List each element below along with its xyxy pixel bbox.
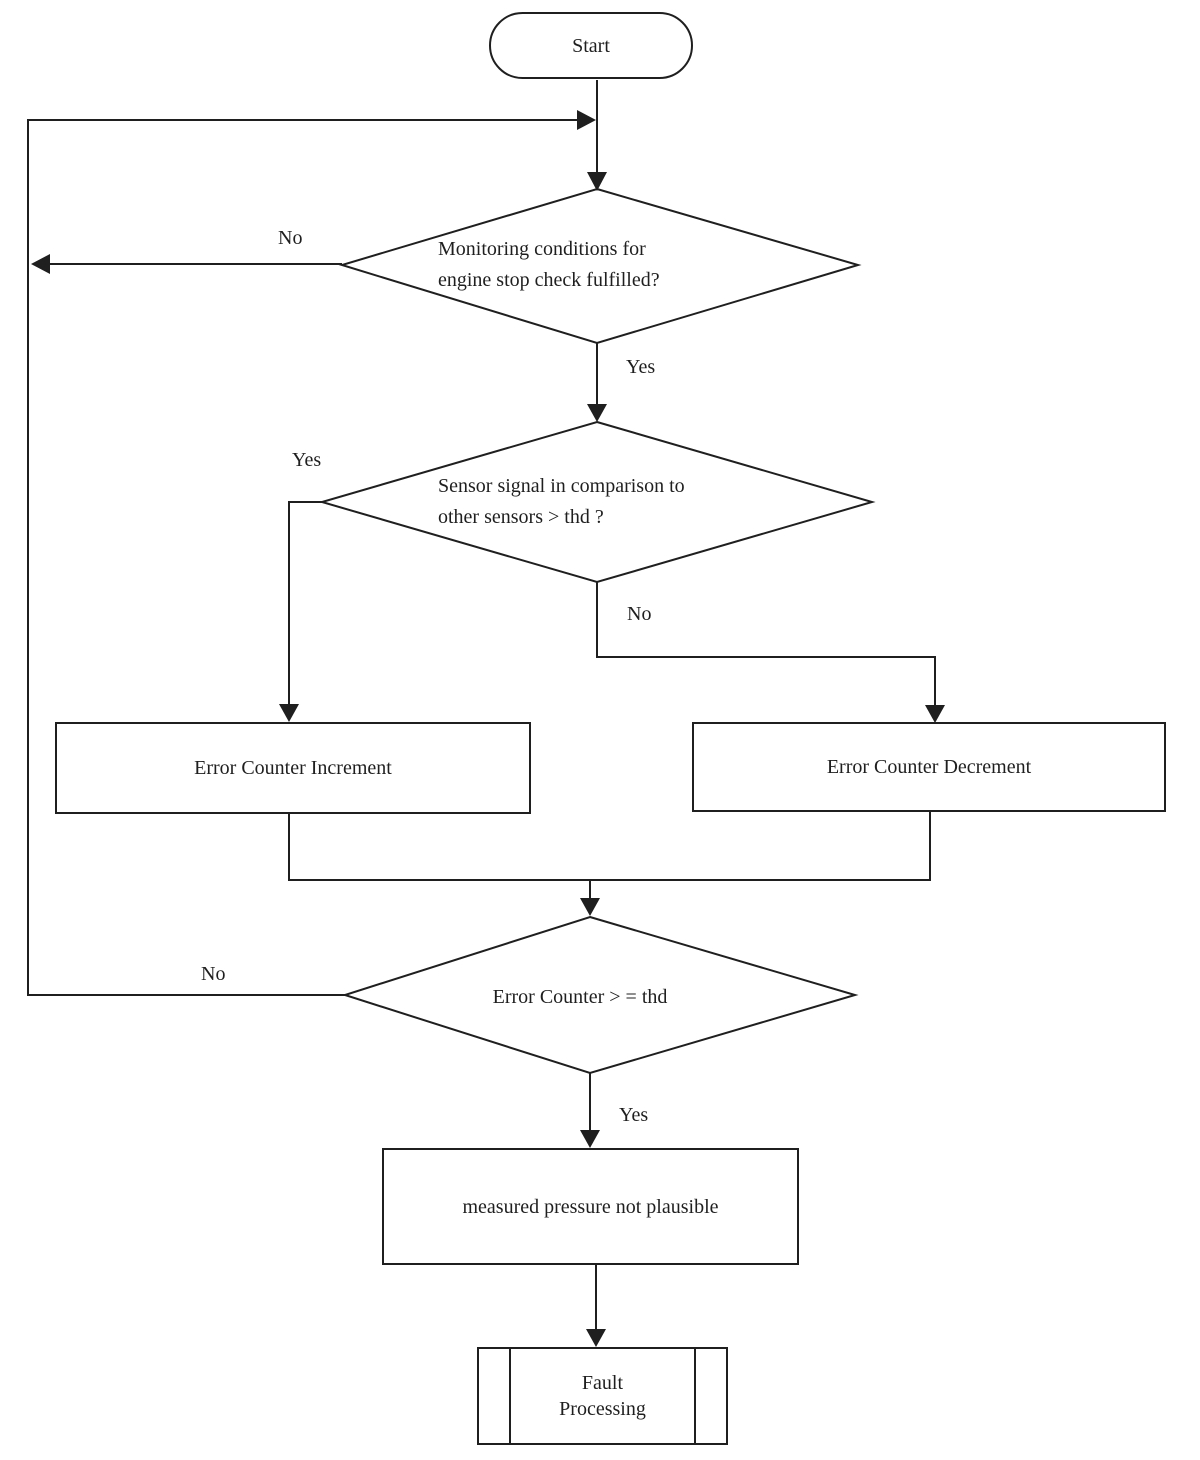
predefined-bar-right-icon: [694, 1349, 696, 1443]
edge-label-monitoring-no: No: [278, 227, 303, 249]
decision-counter-label: Error Counter > = thd: [360, 982, 800, 1013]
edge-label-counter-yes: Yes: [619, 1104, 649, 1126]
decision-sensor-label: Sensor signal in comparison to other sen…: [438, 471, 798, 533]
edge-label-sensor-yes: Yes: [292, 449, 322, 471]
predefined-fault-line1: Fault: [581, 1372, 624, 1394]
process-not-plausible-node: measured pressure not plausible: [382, 1148, 799, 1265]
decision-monitoring-label: Monitoring conditions for engine stop ch…: [438, 234, 788, 296]
process-not-plausible-label: measured pressure not plausible: [462, 1195, 719, 1218]
process-decrement-node: Error Counter Decrement: [692, 722, 1166, 812]
start-node: Start: [489, 12, 693, 79]
process-increment-node: Error Counter Increment: [55, 722, 531, 814]
start-label: Start: [572, 34, 610, 57]
predefined-bar-left-icon: [509, 1349, 511, 1443]
arrowhead-into-decrement: [925, 705, 945, 723]
edge-sensor-no: [596, 582, 936, 705]
decision-sensor-line1: Sensor signal in comparison to: [438, 475, 685, 497]
predefined-fault-line2: Processing: [559, 1398, 646, 1420]
arrowhead-loop-junction: [577, 110, 596, 130]
arrowhead-into-sensor: [587, 404, 607, 422]
decision-monitoring-line2: engine stop check fulfilled?: [438, 269, 660, 291]
arrowhead-monitoring-no: [31, 254, 50, 274]
decision-counter-line1: Error Counter > = thd: [492, 986, 668, 1008]
edge-label-monitoring-yes: Yes: [626, 356, 656, 378]
predefined-fault-label: Fault Processing: [559, 1370, 646, 1422]
arrowhead-into-counter: [580, 898, 600, 916]
process-decrement-label: Error Counter Decrement: [826, 756, 1032, 778]
arrowhead-into-fault: [586, 1329, 606, 1347]
decision-sensor-line2: other sensors > thd ?: [438, 506, 604, 528]
edge-sensor-yes: [288, 501, 322, 704]
edge-label-sensor-no: No: [627, 603, 652, 625]
arrowhead-counter-yes: [580, 1130, 600, 1148]
process-increment-label: Error Counter Increment: [194, 757, 392, 779]
arrowhead-into-monitoring: [587, 172, 607, 191]
arrowhead-into-increment: [279, 704, 299, 722]
predefined-fault-node: Fault Processing: [477, 1347, 728, 1445]
edge-label-counter-no: No: [201, 963, 226, 985]
decision-monitoring-line1: Monitoring conditions for: [438, 238, 646, 260]
